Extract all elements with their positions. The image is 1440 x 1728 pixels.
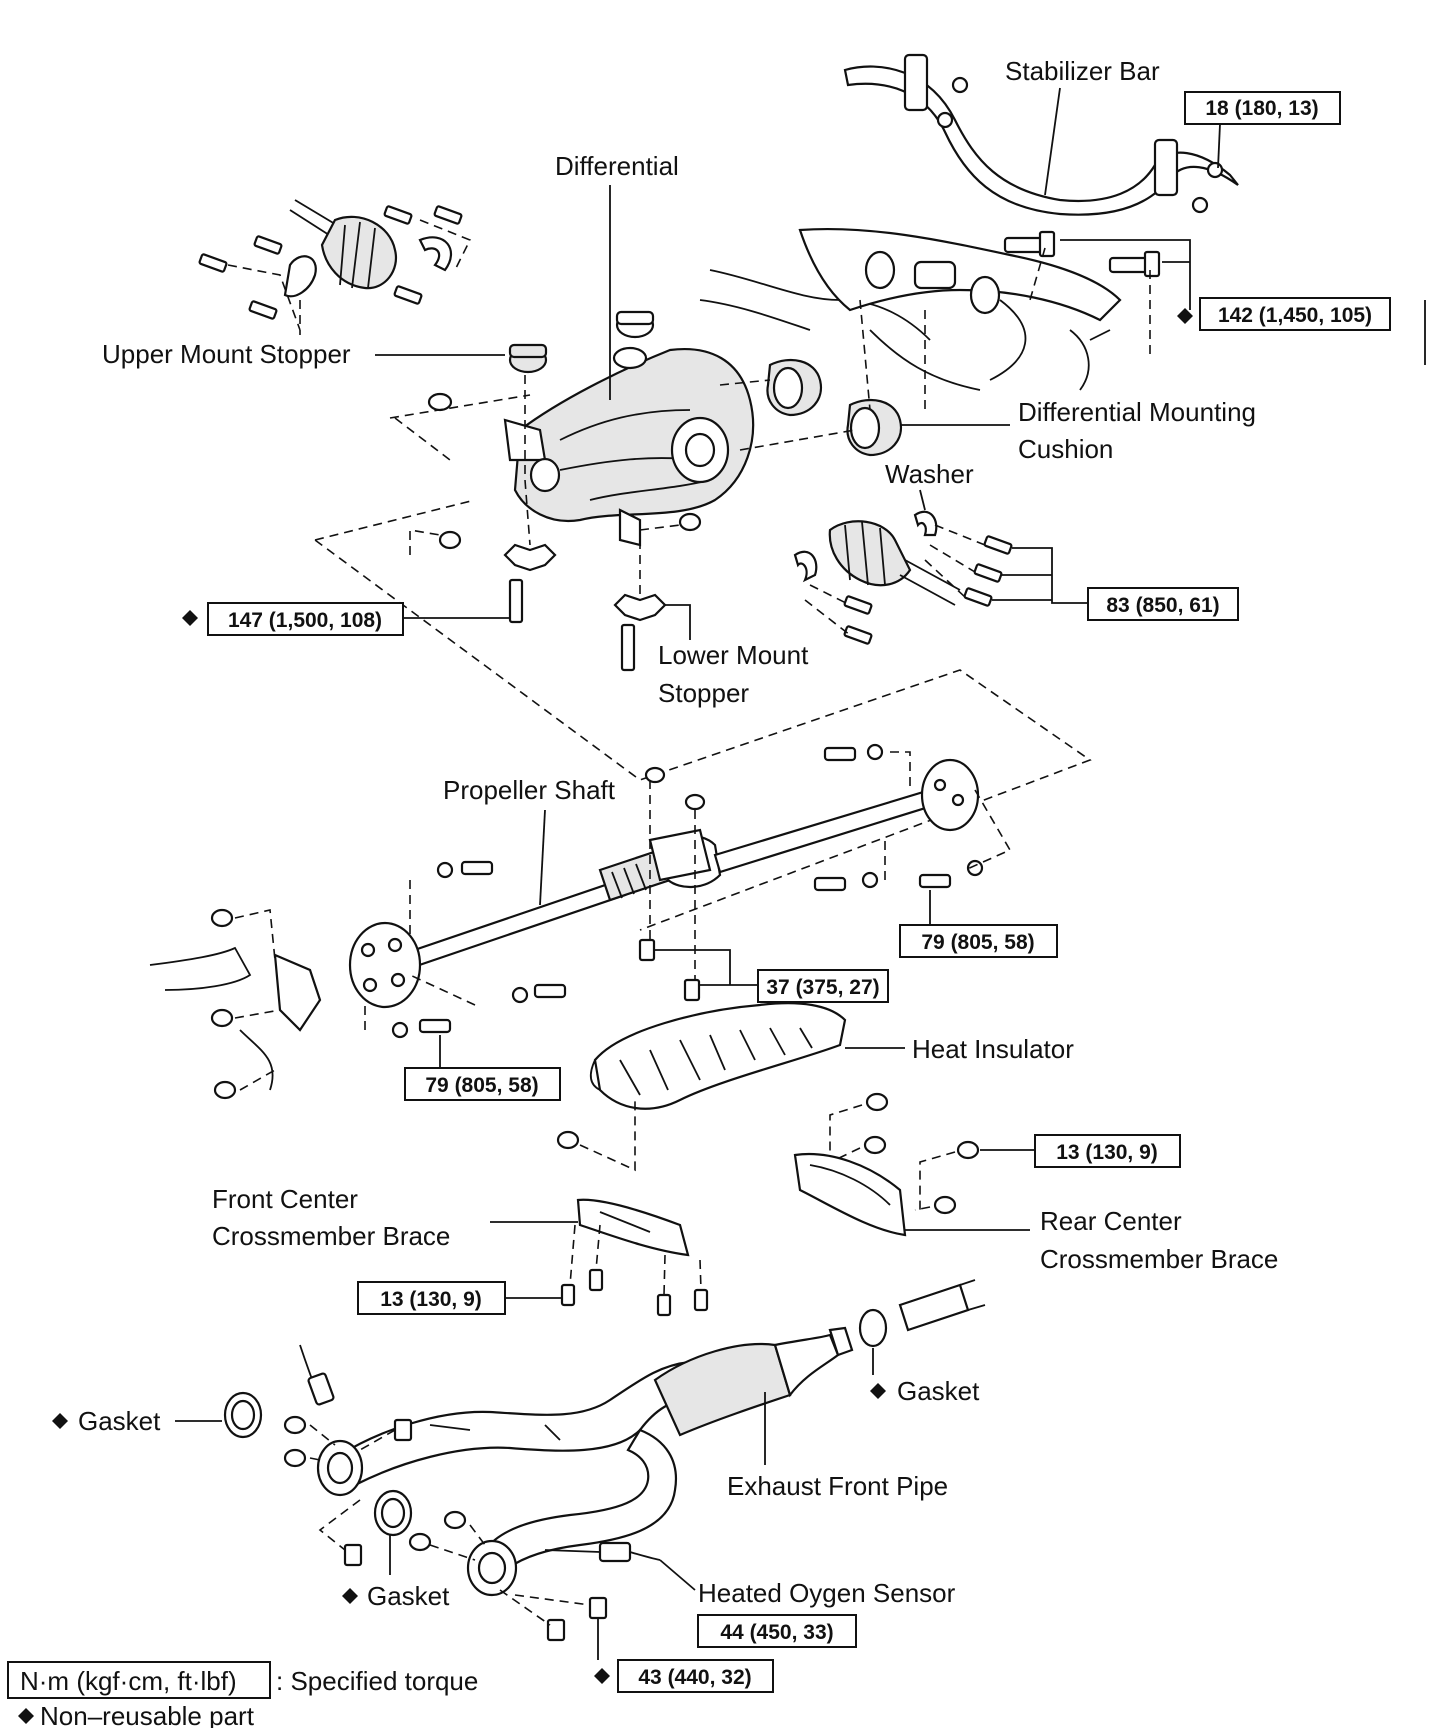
stabilizer-bar-label: Stabilizer Bar — [1005, 56, 1160, 86]
legend-diamond-icon — [18, 1708, 34, 1724]
torque-prop-center-37: 37 (375, 27) — [757, 969, 889, 1003]
torque-mount-142: 142 (1,450, 105) — [1177, 297, 1391, 331]
gasket-bottom-text: Gasket — [367, 1581, 450, 1611]
upper-mount-stopper-text: Upper Mount Stopper — [102, 339, 351, 369]
legend-torque-box — [7, 1661, 271, 1699]
exhaust-front-pipe-drawing — [316, 1326, 854, 1597]
rear-center-text-2: Crossmember Brace — [1040, 1244, 1278, 1274]
torque-diff-147: 147 (1,500, 108) — [182, 602, 510, 636]
upper-mount-stopper-label: Upper Mount Stopper — [102, 339, 505, 369]
stabilizer-bar-drawing — [843, 53, 1239, 216]
washer-text: Washer — [885, 459, 974, 489]
exhaust-front-pipe-label: Exhaust Front Pipe — [727, 1392, 948, 1501]
torque-prop-rear-79: 79 (805, 58) — [899, 890, 1058, 958]
heat-insulator-text: Heat Insulator — [912, 1034, 1074, 1064]
exhaust-nuts — [283, 1415, 608, 1660]
legend: N·m (kgf·cm, ft·lbf) : Specified torque … — [7, 1661, 478, 1728]
torque-prop-front-79-text: 79 (805, 58) — [425, 1074, 538, 1097]
front-center-brace-label: Front Center Crossmember Brace — [212, 1184, 450, 1251]
front-center-text-1: Front Center — [212, 1184, 358, 1214]
propeller-shaft-drawing — [348, 758, 980, 1009]
heat-insulator-label: Heat Insulator — [845, 1034, 1074, 1064]
heat-insulator-drawing — [556, 1002, 847, 1172]
lower-mount-stopper-label: Lower Mount Stopper — [658, 604, 809, 708]
lower-mount-stopper-text-1: Lower Mount — [658, 640, 809, 670]
torque-diff-147-text: 147 (1,500, 108) — [228, 609, 382, 632]
transmission-flange — [149, 908, 322, 1100]
oxygen-sensors — [299, 1344, 696, 1591]
front-center-text-2: Crossmember Brace — [212, 1221, 450, 1251]
torque-front-brace-13-text: 13 (130, 9) — [380, 1288, 482, 1311]
torque-sensor-44: 44 (450, 33) — [697, 1614, 857, 1648]
drive-shaft-boot-upper — [198, 199, 472, 335]
front-crossmember-brace — [490, 1198, 709, 1317]
rear-crossmember-brace — [793, 1092, 1035, 1237]
gasket-left-text: Gasket — [78, 1406, 161, 1436]
body-frame-drawing — [699, 227, 1426, 391]
gasket-right-text: Gasket — [897, 1376, 980, 1406]
torque-stabilizer-text: 18 (180, 13) — [1205, 97, 1318, 120]
torque-rear-brace-13: 13 (130, 9) — [1034, 1134, 1181, 1168]
differential-mounting-text-1: Differential Mounting — [1018, 397, 1256, 427]
torque-prop-rear-79-text: 79 (805, 58) — [921, 931, 1034, 954]
differential-label: Differential — [555, 151, 679, 400]
stabilizer-bar-text: Stabilizer Bar — [1005, 56, 1160, 86]
gasket-right: Gasket — [858, 1279, 986, 1406]
differential-mounting-cushions — [719, 299, 926, 457]
torque-front-brace-13: 13 (130, 9) — [357, 1281, 506, 1315]
torque-drive-83-text: 83 (850, 61) — [1106, 594, 1219, 617]
torque-stabilizer: 18 (180, 13) — [1184, 91, 1341, 169]
differential-mounting-text-2: Cushion — [1018, 434, 1113, 464]
gasket-left: Gasket — [52, 1391, 263, 1439]
propeller-shaft-text: Propeller Shaft — [443, 775, 616, 805]
lower-mount-stopper — [503, 479, 667, 672]
rear-center-text-1: Rear Center — [1040, 1206, 1182, 1236]
legend-torque-text: : Specified torque — [276, 1666, 478, 1696]
torque-prop-center-37-text: 37 (375, 27) — [766, 976, 879, 999]
differential-outline-dashed — [314, 499, 1092, 931]
torque-sensor-44-text: 44 (450, 33) — [720, 1621, 833, 1644]
rear-center-brace-label: Rear Center Crossmember Brace — [1040, 1206, 1278, 1274]
torque-rear-brace-13-text: 13 (130, 9) — [1056, 1141, 1158, 1164]
torque-exhaust-43: 43 (440, 32) — [594, 1659, 774, 1693]
upper-mount-stopper — [389, 310, 655, 480]
exhaust-front-pipe-text: Exhaust Front Pipe — [727, 1471, 948, 1501]
torque-drive-83: 83 (850, 61) — [1087, 587, 1239, 621]
gasket-bottom: Gasket — [342, 1489, 450, 1611]
lower-mount-stopper-text-2: Stopper — [658, 678, 749, 708]
propeller-shaft-label: Propeller Shaft — [443, 775, 616, 906]
propeller-shaft-bolts — [364, 743, 1012, 1039]
mount-bolts — [1003, 230, 1191, 360]
torque-mount-142-text: 142 (1,450, 105) — [1218, 304, 1372, 327]
heated-oxygen-sensor-text: Heated Oygen Sensor — [698, 1578, 956, 1608]
legend-torque-box-text: N·m (kgf·cm, ft·lbf) — [20, 1666, 237, 1696]
rear-drive-shaft — [793, 510, 1090, 645]
differential-text: Differential — [555, 151, 679, 181]
differential-nuts — [409, 512, 702, 555]
differential-drawing — [503, 346, 755, 547]
torque-exhaust-43-text: 43 (440, 32) — [638, 1666, 751, 1689]
washer-label: Washer — [885, 459, 974, 511]
heated-oxygen-sensor-label: Heated Oygen Sensor — [698, 1578, 956, 1608]
torque-prop-front-79: 79 (805, 58) — [404, 1035, 561, 1101]
legend-nonreusable-text: Non–reusable part — [40, 1701, 255, 1728]
differential-mounting-cushion-label: Differential Mounting Cushion — [900, 397, 1256, 464]
